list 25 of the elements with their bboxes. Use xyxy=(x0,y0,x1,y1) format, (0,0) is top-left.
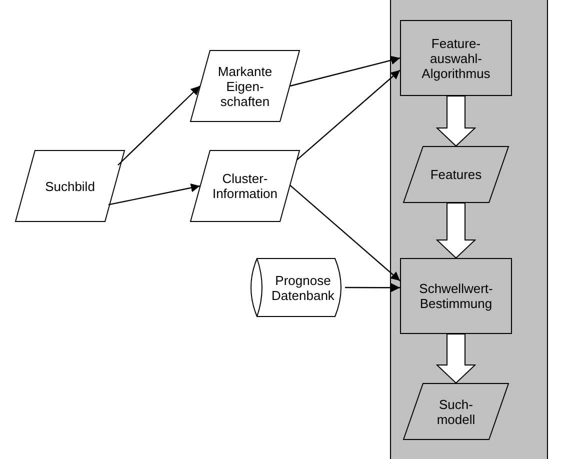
arrow xyxy=(118,86,200,166)
arrow xyxy=(296,70,400,161)
process-box xyxy=(400,258,512,334)
node-label: Feature- auswahl- Algorithmus xyxy=(420,36,492,80)
node-label: Suchbild xyxy=(45,178,95,194)
process-box xyxy=(400,20,512,96)
arrow xyxy=(290,56,400,87)
node-label: Schwellwert- Bestimmung xyxy=(418,281,494,311)
arrow xyxy=(108,183,200,206)
node-label: Features xyxy=(430,167,482,182)
arrow xyxy=(345,283,400,292)
data-parallelogram xyxy=(403,383,509,440)
panel-background xyxy=(390,0,548,459)
block-arrow xyxy=(436,202,476,259)
node-label: Markante Eigen- schaften xyxy=(216,64,274,108)
arrow xyxy=(290,184,400,282)
block-arrow xyxy=(436,96,476,147)
data-parallelogram xyxy=(190,50,300,122)
input-parallelogram xyxy=(15,150,125,222)
block-arrow xyxy=(436,334,476,384)
node-label: Such- modell xyxy=(436,396,476,426)
data-parallelogram xyxy=(190,150,300,222)
node-label: Prognose Datenbank xyxy=(270,272,336,302)
node-label: Cluster- Information xyxy=(211,171,279,201)
data-parallelogram xyxy=(403,146,509,203)
